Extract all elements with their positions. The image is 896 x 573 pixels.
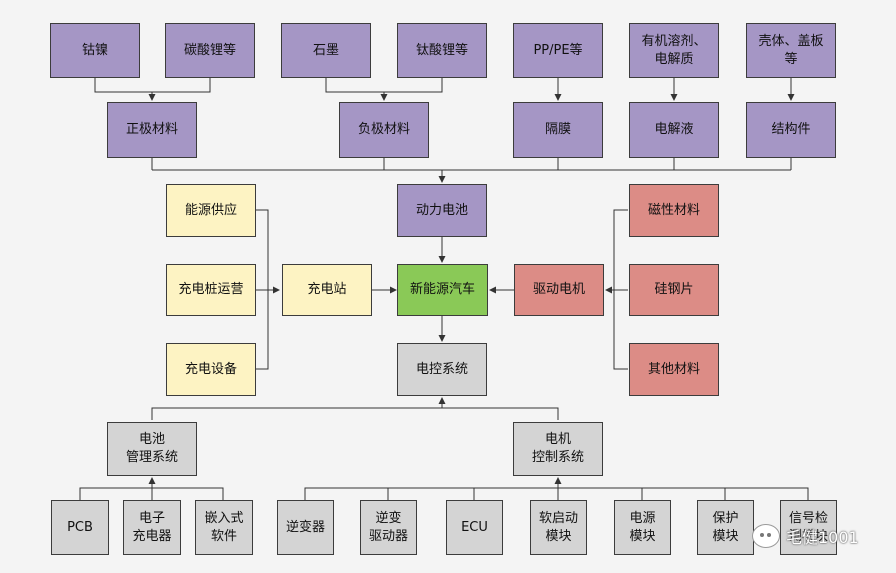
shell-cover-node: 壳体、盖板 等 — [746, 23, 836, 78]
embedded-software-node: 嵌入式 软件 — [195, 500, 253, 555]
electronic-charger-node: 电子 充电器 — [123, 500, 181, 555]
inverter-node: 逆变器 — [277, 500, 334, 555]
power-battery-node: 动力电池 — [397, 184, 487, 237]
graphite-node: 石墨 — [281, 23, 371, 78]
magnetic-material-node: 磁性材料 — [629, 184, 719, 237]
lithium-titanate-node: 钛酸锂等 — [397, 23, 487, 78]
cathode-material-node: 正极材料 — [107, 102, 197, 158]
protection-module-node: 保护 模块 — [697, 500, 754, 555]
motor-control-system-node: 电机 控制系统 — [513, 422, 603, 476]
electrolyte-node: 电解液 — [629, 102, 719, 158]
anode-material-node: 负极材料 — [339, 102, 429, 158]
drive-motor-node: 驱动电机 — [514, 264, 604, 316]
structural-parts-node: 结构件 — [746, 102, 836, 158]
charging-station-node: 充电站 — [282, 264, 372, 316]
soft-start-module-node: 软启动 模块 — [530, 500, 587, 555]
wechat-icon — [752, 524, 780, 548]
lithium-carbonate-node: 碳酸锂等 — [165, 23, 255, 78]
cobalt-nickel-node: 钴镍 — [50, 23, 140, 78]
other-materials-node: 其他材料 — [629, 343, 719, 396]
pp-pe-node: PP/PE等 — [513, 23, 603, 78]
charging-pile-operation-node: 充电桩运营 — [166, 264, 256, 316]
silicon-steel-node: 硅钢片 — [629, 264, 719, 316]
inverter-driver-node: 逆变 驱动器 — [360, 500, 417, 555]
battery-management-system-node: 电池 管理系统 — [107, 422, 197, 476]
power-module-node: 电源 模块 — [614, 500, 671, 555]
watermark: 毛健1001 — [752, 519, 892, 553]
signal-detection-module-node: 信号检 测模块 — [780, 500, 837, 555]
power-supply-node: 能源供应 — [166, 184, 256, 237]
organic-solvent-node: 有机溶剂、 电解质 — [629, 23, 719, 78]
new-energy-vehicle-node: 新能源汽车 — [397, 264, 488, 316]
charging-equipment-node: 充电设备 — [166, 343, 256, 396]
pcb-node: PCB — [51, 500, 109, 555]
ecu-node: ECU — [446, 500, 503, 555]
separator-node: 隔膜 — [513, 102, 603, 158]
electronic-control-system-node: 电控系统 — [397, 343, 487, 396]
watermark-text: 毛健1001 — [786, 528, 859, 547]
